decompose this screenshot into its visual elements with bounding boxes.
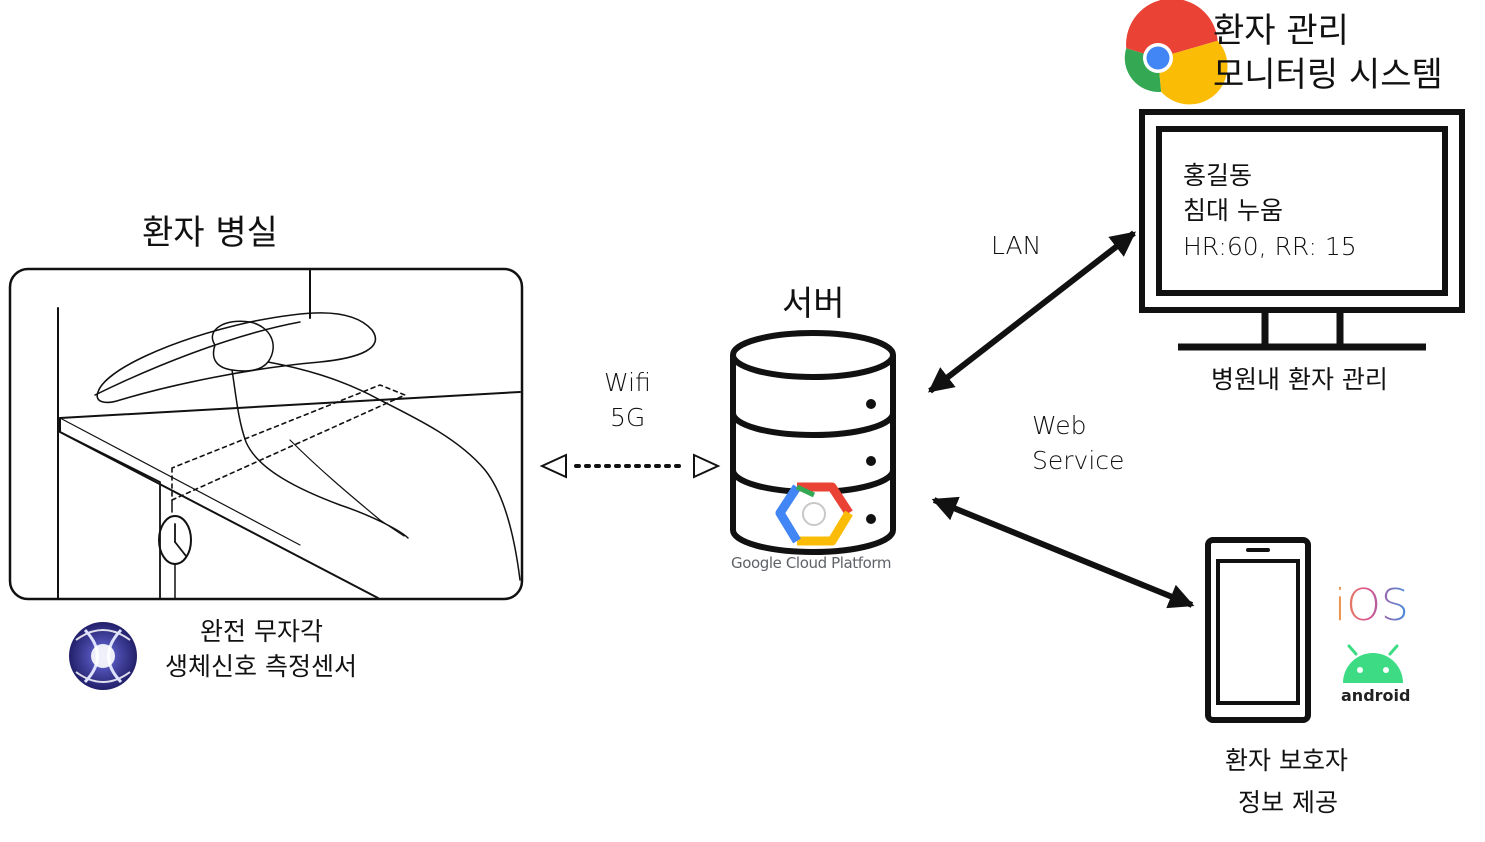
5g-label: 5G xyxy=(610,403,646,432)
monitoring-system-title-line2: 모니터링 시스템 xyxy=(1213,55,1443,95)
patient-vitals: HR:60, RR: 15 xyxy=(1183,232,1357,261)
monitor-icon xyxy=(1139,109,1465,351)
monitor-caption: 병원내 환자 관리 xyxy=(1211,365,1388,394)
server-title: 서버 xyxy=(782,284,845,324)
web-service-arrow xyxy=(931,496,1195,609)
sensor-logo xyxy=(69,622,137,690)
monitoring-system-title-line1: 환자 관리 xyxy=(1213,11,1349,51)
ios-label: iOS xyxy=(1334,580,1409,631)
sensor-caption-line2: 생체신호 측정센서 xyxy=(165,652,357,681)
guardian-caption-line2: 정보 제공 xyxy=(1238,788,1338,817)
patient-state: 침대 누움 xyxy=(1183,196,1283,225)
chrome-icon xyxy=(1124,0,1228,105)
guardian-caption-line1: 환자 보호자 xyxy=(1225,746,1348,775)
hospital-room-illustration xyxy=(8,267,524,601)
room-title: 환자 병실 xyxy=(142,213,278,253)
wifi-label: Wifi xyxy=(604,368,651,397)
android-icon xyxy=(1343,644,1403,683)
wifi-link xyxy=(539,453,721,479)
patient-name: 홍길동 xyxy=(1183,161,1253,190)
sensor-caption-line1: 완전 무자각 xyxy=(200,617,323,646)
lan-label: LAN xyxy=(991,231,1042,260)
gcp-hexagon-icon xyxy=(775,482,853,546)
android-label: android xyxy=(1341,686,1411,705)
gcp-wordmark: Google Cloud Platform xyxy=(731,554,892,572)
smartphone-icon xyxy=(1205,537,1311,723)
web-label: Web xyxy=(1032,411,1087,440)
lan-arrow xyxy=(928,230,1136,394)
service-label: Service xyxy=(1032,446,1125,475)
